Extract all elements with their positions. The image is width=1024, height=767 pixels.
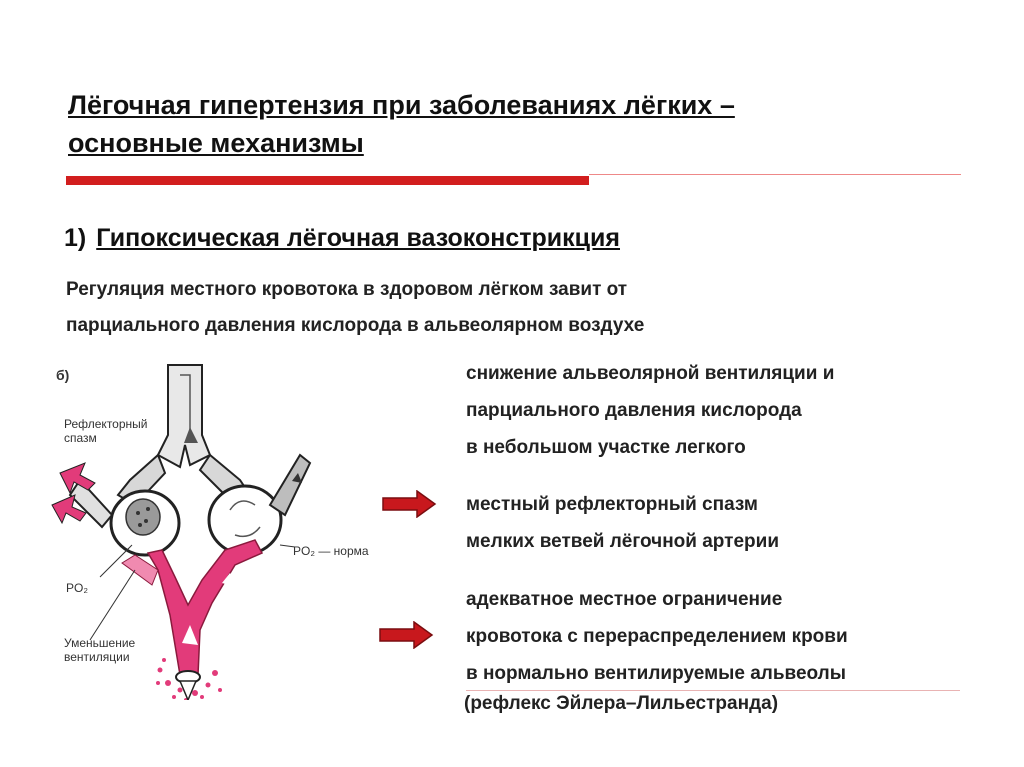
ventilation-label-line: Уменьшение [64,636,136,650]
title-underline-bar [66,176,589,185]
ventilation-label-line: вентиляции [64,650,130,664]
block-line: в небольшом участке легкого [466,437,746,458]
reflex-name: (рефлекс Эйлера–Лильестранда) [464,693,779,714]
block-line: мелких ветвей лёгочной артерии [466,531,779,552]
section-number: 1) [64,224,87,252]
title-line-1: Лёгочная гипертензия при заболеваниях лё… [68,90,735,120]
block-line: снижение альвеолярной вентиляции и [466,363,835,384]
mechanism-block-3: адекватное местное ограничение кровотока… [466,581,848,692]
ventilation-label: Уменьшение вентиляции [64,636,135,664]
block-line: в нормально вентилируемые альвеолы [466,663,846,684]
intro-line-2: парциального давления кислорода в альвео… [66,315,645,336]
intro-line-1: Регуляция местного кровотока в здоровом … [66,279,628,300]
block-line: кровотока с перераспределением крови [466,626,848,647]
block-line: парциального давления кислорода [466,400,802,421]
spasm-label-line: спазм [64,431,97,445]
bottom-divider-line [466,690,960,691]
spasm-label-line: Рефлекторный [64,417,148,431]
right-arrow-icon [379,621,434,649]
po2-label: PO₂ [66,581,88,595]
mechanism-block-1: снижение альвеолярной вентиляции и парци… [466,355,834,466]
block-line: местный рефлекторный спазм [466,494,758,515]
section-title: Гипоксическая лёгочная вазоконстрикция [96,224,620,252]
po2-normal-label: PO₂ — норма [293,544,369,558]
title-divider-line [589,174,961,175]
spasm-label: Рефлекторный спазм [64,417,147,445]
right-arrow-icon [382,490,437,518]
figure-label: б) [56,367,70,383]
title-line-2: основные механизмы [68,128,364,158]
mechanism-block-2: местный рефлекторный спазм мелких ветвей… [466,486,779,560]
block-line: адекватное местное ограничение [466,589,783,610]
slide-title: Лёгочная гипертензия при заболеваниях лё… [68,86,735,162]
section-heading: 1) Гипоксическая лёгочная вазоконстрикция [64,224,620,253]
intro-text: Регуляция местного кровотока в здоровом … [66,272,644,344]
lung-vessel-diagram [51,364,312,700]
